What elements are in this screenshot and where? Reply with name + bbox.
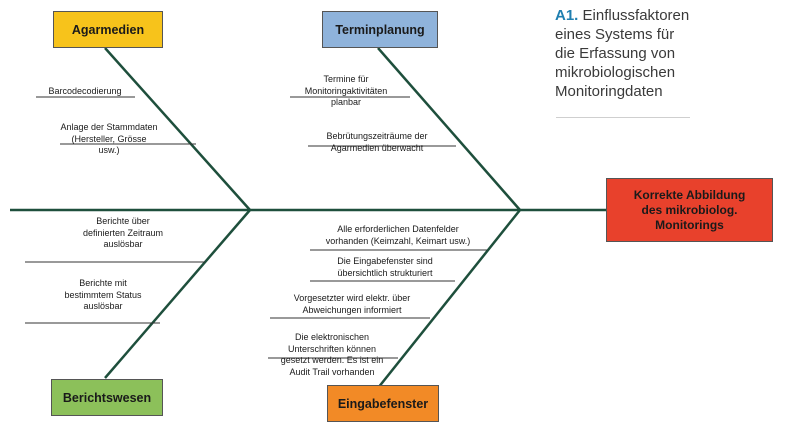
category-agarmedien: Agarmedien — [53, 11, 163, 48]
cause-line: Monitoringaktivitäten — [304, 85, 388, 96]
cause-label: Berichte mit bestimmtem Status auslösbar — [48, 278, 158, 313]
cause-line: Die elektronischen — [294, 332, 370, 342]
figure-title: A1. Einflussfaktoren eines Systems für d… — [555, 6, 795, 101]
effect-box: Korrekte Abbildung des mikrobiolog. Moni… — [606, 178, 773, 242]
category-eingabefenster: Eingabefenster — [327, 385, 439, 422]
cause-line: Unterschriften können — [287, 343, 377, 354]
cause-line: Anlage der Stammdaten — [60, 122, 158, 132]
category-terminplanung: Terminplanung — [322, 11, 438, 48]
cause-line: Alle erforderlichen Datenfelder — [337, 224, 459, 234]
title-line: Einflussfaktoren — [582, 7, 690, 24]
cause-line: Berichte über — [96, 216, 150, 226]
title-line: mikrobiologischen — [555, 64, 676, 81]
cause-label: Anlage der Stammdaten (Hersteller, Gröss… — [44, 122, 174, 157]
cause-line: Agarmedien überwacht — [330, 142, 424, 153]
cause-line: auslösbar — [83, 301, 123, 311]
cause-line: Die Eingabefenster sind — [337, 256, 433, 266]
cause-line: gesetzt werden. Es ist ein — [280, 355, 384, 365]
cause-line: vorhanden (Keimzahl, Keimart usw.) — [325, 235, 471, 246]
cause-line: usw.) — [98, 145, 120, 155]
branch-terminplanung — [377, 47, 521, 211]
cause-line: definierten Zeitraum — [82, 227, 164, 238]
cause-line: Barcodecodierung — [48, 86, 122, 96]
cause-label: Die elektronischen Unterschriften können… — [262, 332, 402, 378]
cause-line: Vorgesetzter wird elektr. über — [293, 293, 411, 303]
effect-line: Monitorings — [655, 217, 724, 232]
cause-line: Bebrütungszeiträume der — [326, 131, 428, 141]
cause-line: auslösbar — [103, 239, 143, 249]
cause-label: Bebrütungszeiträume der Agarmedien überw… — [302, 131, 452, 154]
figure-number: A1. — [555, 7, 579, 24]
cause-line: Berichte mit — [79, 278, 127, 288]
cause-label: Barcodecodierung — [40, 86, 130, 98]
title-divider — [556, 117, 690, 118]
cause-line: übersichtlich strukturiert — [337, 267, 433, 278]
cause-line: Termine für — [323, 74, 369, 84]
branch-berichtswesen — [104, 209, 251, 379]
cause-label: Berichte über definierten Zeitraum auslö… — [68, 216, 178, 251]
branch-eingabefenster — [377, 209, 521, 389]
cause-line: Audit Trail vorhanden — [289, 366, 375, 377]
cause-label: Termine für Monitoringaktivitäten planba… — [286, 74, 406, 109]
cause-label: Alle erforderlichen Datenfelder vorhande… — [308, 224, 488, 247]
cause-label: Vorgesetzter wird elektr. über Abweichun… — [272, 293, 432, 316]
cause-line: bestimmtem Status — [64, 289, 142, 300]
cause-line: (Hersteller, Grösse — [71, 133, 147, 144]
category-label: Eingabefenster — [337, 396, 429, 411]
category-label: Agarmedien — [71, 22, 145, 37]
effect-line: Korrekte Abbildung — [633, 187, 746, 202]
title-line: die Erfassung von — [555, 45, 676, 62]
category-label: Terminplanung — [335, 22, 425, 37]
branch-agarmedien — [104, 47, 251, 211]
category-label: Berichtswesen — [62, 390, 152, 405]
category-berichtswesen: Berichtswesen — [51, 379, 163, 416]
cause-label: Die Eingabefenster sind übersichtlich st… — [310, 256, 460, 279]
cause-line: planbar — [330, 97, 362, 107]
cause-line: Abweichungen informiert — [302, 304, 402, 315]
effect-line: des mikrobiolog. — [641, 202, 738, 217]
title-line: eines Systems für — [555, 26, 675, 43]
title-line: Monitoringdaten — [555, 83, 663, 100]
